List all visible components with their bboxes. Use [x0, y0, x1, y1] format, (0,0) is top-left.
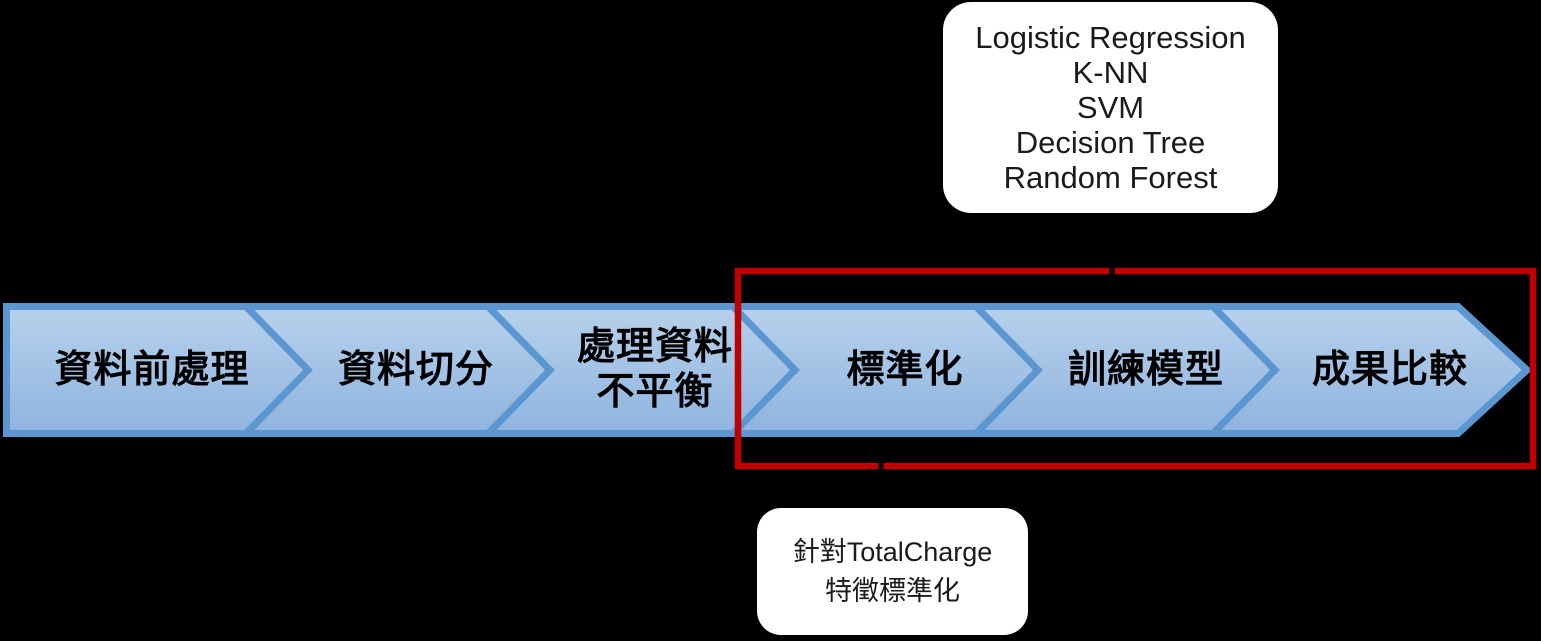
- model-decision-tree: Decision Tree: [1015, 125, 1206, 160]
- models-callout: Logistic Regression K-NN SVM Decision Tr…: [943, 2, 1278, 213]
- step-label-data-preprocessing: 資料前處理: [54, 349, 250, 391]
- step-label-handle-imbalance-line1: 處理資料: [576, 326, 733, 368]
- chevron-separator-5: [1210, 304, 1280, 436]
- standardization-note-line1: 針對TotalCharge: [792, 536, 993, 567]
- chevron-separator-1: [243, 304, 313, 436]
- chevron-separator-4: [973, 304, 1043, 436]
- step-label-train-model: 訓練模型: [1067, 349, 1224, 391]
- chevron-separator-2: [485, 304, 555, 436]
- highlight-box: [734, 267, 1537, 470]
- standardization-note-line2: 特徵標準化: [825, 575, 960, 606]
- step-label-handle-imbalance: 處理資料 不平衡: [535, 325, 775, 415]
- standardization-callout: 針對TotalCharge 特徵標準化: [757, 508, 1028, 635]
- step-label-handle-imbalance-line2: 不平衡: [596, 371, 714, 413]
- model-logistic-regression: Logistic Regression: [975, 20, 1246, 55]
- model-random-forest: Random Forest: [1003, 160, 1218, 195]
- model-svm: SVM: [1076, 90, 1145, 125]
- step-label-data-splitting: 資料切分: [337, 349, 494, 391]
- chevron-separator-3: [730, 304, 800, 436]
- step-label-standardization: 標準化: [846, 349, 964, 391]
- step-label-compare-results: 成果比較: [1311, 349, 1468, 391]
- model-knn: K-NN: [1072, 55, 1149, 90]
